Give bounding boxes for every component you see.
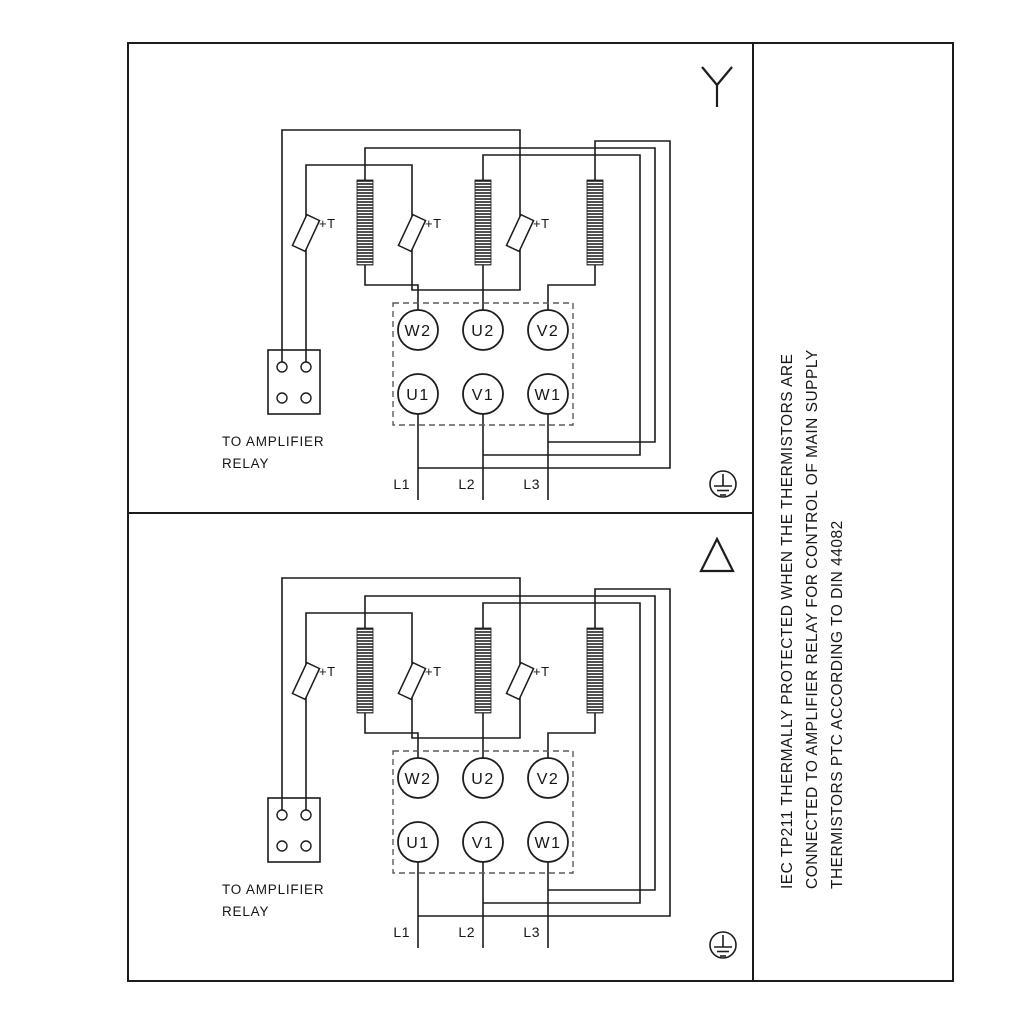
terminal-label: V2 — [537, 771, 560, 788]
terminal-label: U2 — [471, 771, 494, 788]
thermistor-label: +T — [425, 216, 442, 231]
delta-symbol — [699, 536, 735, 573]
side-note: IEC TP211 THERMALLY PROTECTED WHEN THE T… — [779, 349, 846, 889]
side-note-line: IEC TP211 THERMALLY PROTECTED WHEN THE T… — [779, 354, 796, 889]
terminal-label: U1 — [406, 835, 429, 852]
supply-line-label: L1 — [393, 924, 410, 940]
ground-symbol-bottom — [709, 931, 737, 959]
star-panel-wiring — [267, 129, 671, 501]
terminal-label: U1 — [406, 387, 429, 404]
relay-caption: TO AMPLIFIER — [222, 882, 324, 897]
thermistor-label: +T — [319, 216, 336, 231]
terminal-label: V2 — [537, 323, 560, 340]
thermistor-label: +T — [533, 216, 550, 231]
supply-line-label: L1 — [393, 476, 410, 492]
relay-caption: TO AMPLIFIER — [222, 434, 324, 449]
relay-caption: RELAY — [222, 904, 269, 919]
star-symbol — [701, 66, 733, 107]
side-note-line: THERMISTORS PTC ACCORDING TO DIN 44082 — [829, 520, 846, 889]
side-note-line: CONNECTED TO AMPLIFIER RELAY FOR CONTROL… — [804, 349, 821, 889]
supply-line-label: L3 — [523, 924, 540, 940]
relay-caption: RELAY — [222, 456, 269, 471]
thermistor-label: +T — [319, 664, 336, 679]
terminal-label: V1 — [472, 387, 495, 404]
terminal-label: W1 — [535, 835, 562, 852]
thermistor-label: +T — [425, 664, 442, 679]
terminal-label: U2 — [471, 323, 494, 340]
terminal-label: W1 — [535, 387, 562, 404]
terminal-label: V1 — [472, 835, 495, 852]
terminal-label: W2 — [405, 323, 432, 340]
delta-panel-wiring — [267, 577, 671, 949]
terminal-label: W2 — [405, 771, 432, 788]
star-panel-labels: W2 U2 V2 U1 V1 W1 +T +T +T L1 L2 L3 TO A… — [222, 216, 562, 492]
ground-symbol-top — [709, 470, 737, 498]
supply-line-label: L3 — [523, 476, 540, 492]
supply-line-label: L2 — [458, 476, 475, 492]
delta-panel-labels: W2 U2 V2 U1 V1 W1 +T +T +T L1 L2 L3 TO A… — [222, 664, 562, 940]
thermistor-label: +T — [533, 664, 550, 679]
supply-line-label: L2 — [458, 924, 475, 940]
